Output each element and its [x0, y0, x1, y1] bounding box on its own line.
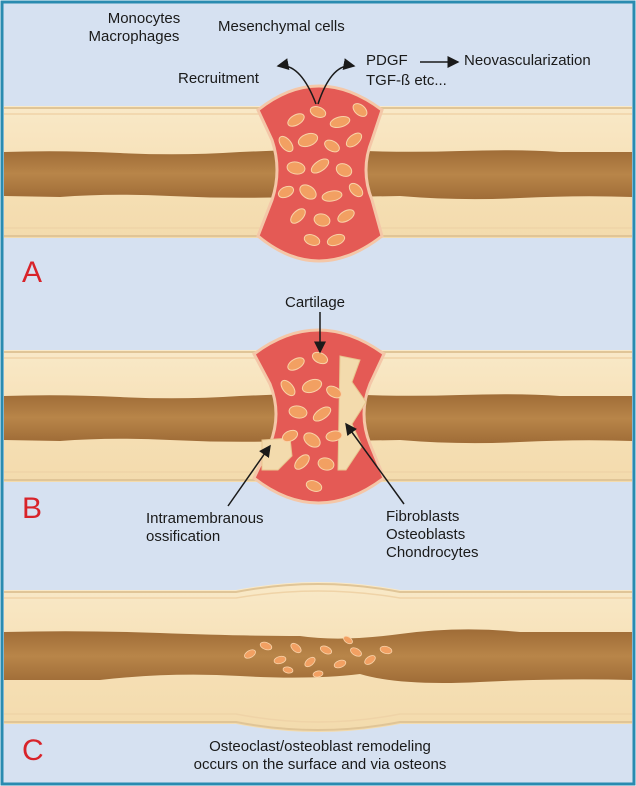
panel-letter-c: C	[22, 736, 44, 766]
neovascularization-label: Neovascularization	[464, 52, 591, 70]
remodeling-label-line2: occurs on the surface and via osteons	[150, 756, 490, 774]
recruitment-label: Recruitment	[178, 70, 259, 88]
panel-letter-a: A	[22, 258, 42, 288]
intramembranous-label: Intramembranous	[146, 510, 264, 528]
macrophages-label: Macrophages	[74, 28, 194, 46]
remodeling-label-line1: Osteoclast/osteoblast remodeling	[160, 738, 480, 756]
chondrocytes-label: Chondrocytes	[386, 544, 479, 562]
ossification-label: ossification	[146, 528, 220, 546]
pdgf-label: PDGF	[366, 52, 408, 70]
mesenchymal-cells-label: Mesenchymal cells	[218, 18, 345, 36]
cartilage-label: Cartilage	[285, 294, 345, 312]
panel-c	[4, 582, 632, 732]
osteoblasts-label: Osteoblasts	[386, 526, 465, 544]
marrow-cavity-a	[4, 150, 290, 198]
tgf-label: TGF-ß etc...	[366, 72, 447, 90]
marrow-cavity-a	[340, 150, 632, 199]
panel-letter-b: B	[22, 494, 42, 524]
fibroblasts-label: Fibroblasts	[386, 508, 459, 526]
marrow-cavity-b	[340, 394, 632, 443]
marrow-cavity-b	[4, 394, 290, 442]
monocytes-label: Monocytes	[94, 10, 194, 28]
